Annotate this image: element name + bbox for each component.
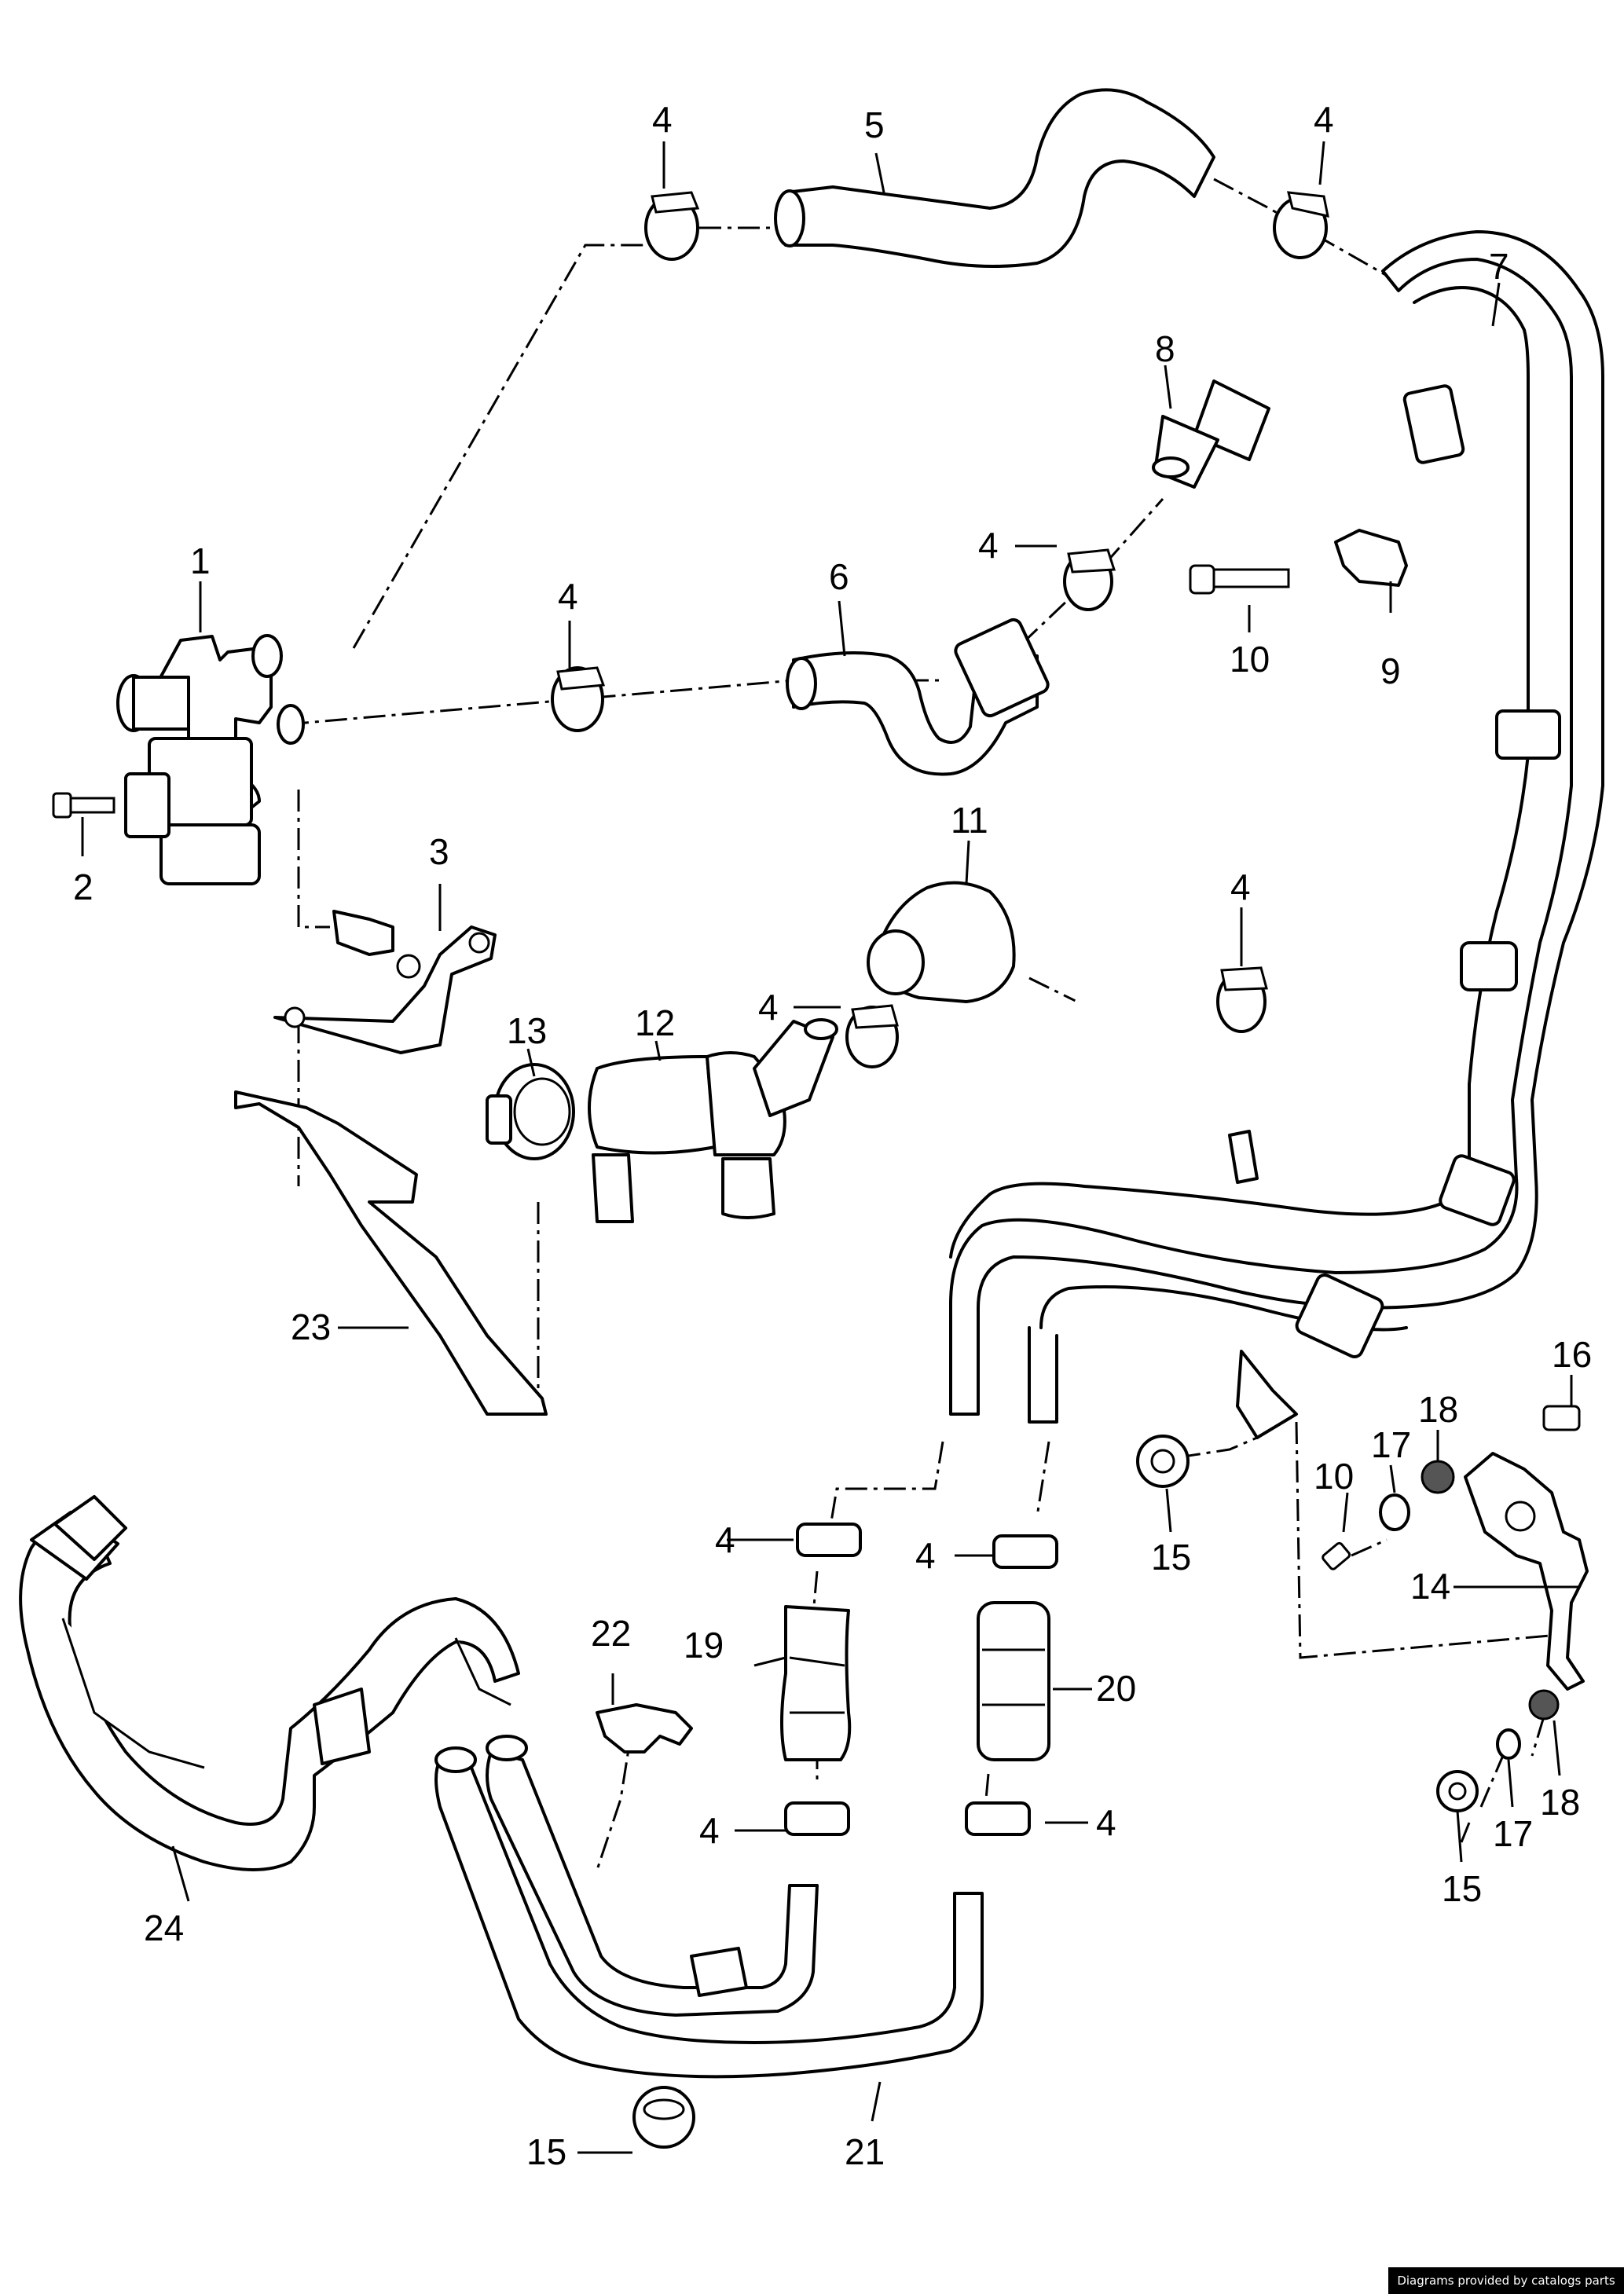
- callout-labels: 1 2 3 4 4 4 4 4 4 4 4 4 4 5 6 7 8 9 10 1…: [73, 99, 1592, 2172]
- washer-17a: [1379, 1493, 1410, 1531]
- label-11: 11: [951, 800, 988, 841]
- label-4c: 4: [978, 525, 999, 566]
- connector-8: [1152, 379, 1270, 489]
- clip-9: [1334, 529, 1408, 587]
- nut-15a: [1136, 1435, 1190, 1488]
- label-23: 23: [291, 1306, 331, 1347]
- label-4g: 4: [715, 1519, 735, 1560]
- label-3: 3: [429, 831, 449, 872]
- nut-15c: [632, 2086, 695, 2149]
- hose-19: [780, 1605, 852, 1761]
- diagram-credit: Diagrams provided by catalogs parts: [1388, 2267, 1624, 2294]
- label-4i: 4: [699, 1810, 720, 1851]
- bolt-16: [1542, 1405, 1581, 1431]
- label-8: 8: [1155, 328, 1175, 369]
- label-4a: 4: [652, 99, 673, 140]
- valve-1: [116, 634, 305, 885]
- label-4j: 4: [1096, 1802, 1116, 1843]
- label-15b: 15: [1442, 1868, 1482, 1909]
- clamp-4b: [1273, 191, 1329, 259]
- label-10b: 10: [1314, 1456, 1354, 1497]
- pump-12: [588, 1018, 838, 1223]
- bracket-23: [234, 1090, 548, 1416]
- label-14: 14: [1410, 1566, 1450, 1607]
- pipe-assembly-7: [949, 230, 1604, 1439]
- label-12: 12: [635, 1002, 675, 1043]
- label-6: 6: [829, 556, 849, 597]
- label-20: 20: [1096, 1668, 1136, 1709]
- label-9: 9: [1380, 650, 1401, 691]
- clamp-4a: [644, 191, 700, 261]
- hose-6: [786, 617, 1050, 776]
- washer-18b: [1528, 1689, 1560, 1720]
- bolt-10b: [1322, 1541, 1351, 1570]
- clip-22: [596, 1703, 693, 1753]
- clamp-4g: [796, 1523, 862, 1557]
- label-4b: 4: [1314, 99, 1334, 140]
- label-19: 19: [684, 1625, 724, 1666]
- bolt-2: [52, 792, 115, 819]
- nut-15b: [1436, 1770, 1479, 1812]
- leader-lines: [81, 141, 1579, 2154]
- washer-17b: [1496, 1728, 1521, 1760]
- label-4d: 4: [558, 576, 578, 617]
- label-18b: 18: [1540, 1782, 1580, 1823]
- washer-18a: [1421, 1460, 1455, 1494]
- hose-5: [774, 88, 1215, 268]
- label-17a: 17: [1371, 1424, 1411, 1465]
- bracket-3: [273, 910, 497, 1054]
- clamp-4f: [845, 1004, 899, 1068]
- label-4e: 4: [1230, 867, 1251, 907]
- clamp-4d: [551, 666, 606, 732]
- pipe-assembly-24: [19, 1495, 520, 1871]
- clamp-4e: [1216, 966, 1268, 1033]
- bracket-14: [1464, 1452, 1589, 1691]
- label-15a: 15: [1151, 1537, 1191, 1578]
- clamp-4j: [965, 1801, 1031, 1836]
- label-1: 1: [190, 541, 211, 581]
- label-13: 13: [507, 1010, 547, 1051]
- clamp-4h: [992, 1534, 1058, 1569]
- label-2: 2: [73, 867, 93, 907]
- clamp-13: [486, 1063, 575, 1160]
- label-10a: 10: [1230, 639, 1270, 680]
- clamp-4i: [784, 1801, 850, 1836]
- label-17b: 17: [1493, 1813, 1533, 1854]
- label-7: 7: [1489, 246, 1509, 287]
- hose-20: [977, 1601, 1050, 1761]
- label-15c: 15: [526, 2131, 566, 2172]
- bolt-10a: [1189, 564, 1290, 595]
- label-21: 21: [845, 2131, 885, 2172]
- label-5: 5: [864, 104, 885, 145]
- label-18a: 18: [1418, 1389, 1458, 1430]
- label-16: 16: [1552, 1334, 1592, 1375]
- label-24: 24: [144, 1907, 184, 1948]
- elbow-11: [867, 881, 1016, 1003]
- label-22: 22: [591, 1613, 631, 1654]
- label-4f: 4: [758, 987, 779, 1028]
- clamp-4c: [1063, 548, 1116, 611]
- pipe-assembly-21: [434, 1735, 984, 2079]
- label-4h: 4: [915, 1535, 936, 1576]
